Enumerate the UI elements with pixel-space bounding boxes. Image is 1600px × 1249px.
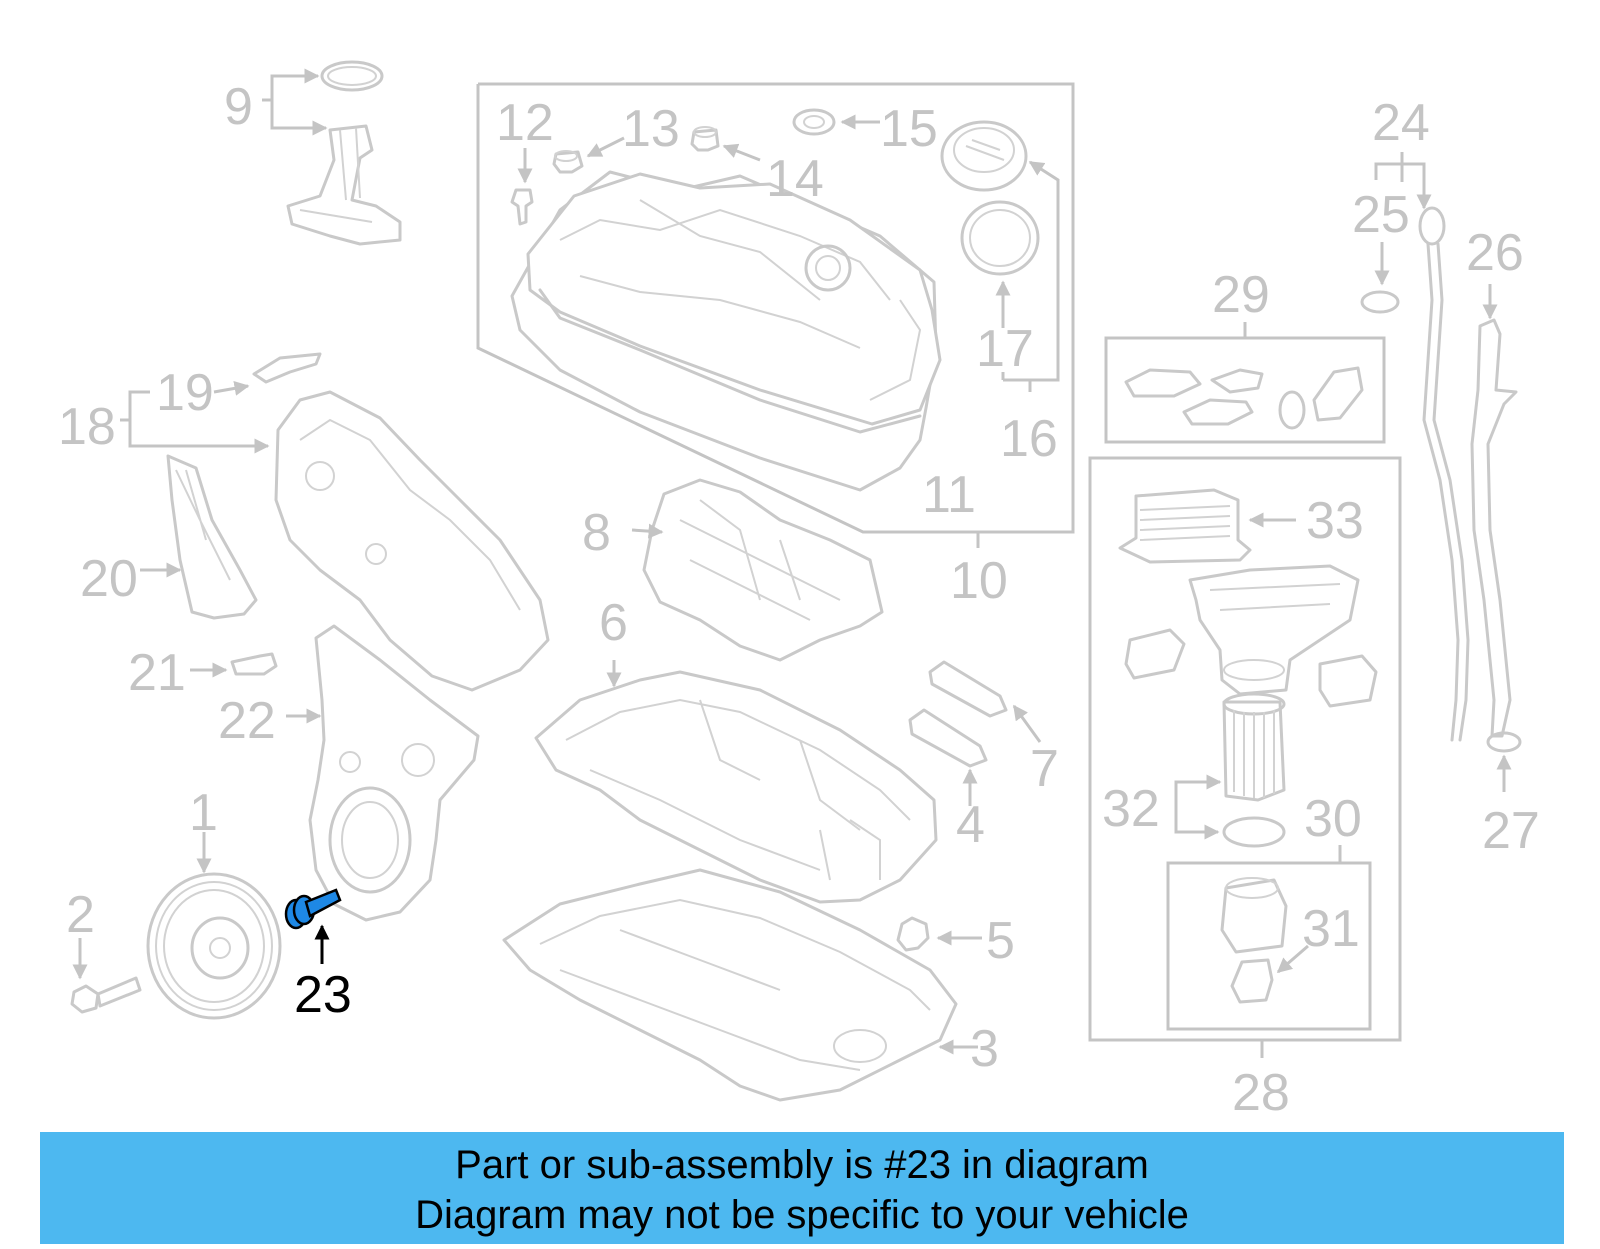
callout-26: 26 [1466,224,1524,282]
banner-line-part-number: Part or sub-assembly is #23 in diagram [455,1143,1149,1187]
dipstick-tube-part [1470,284,1522,792]
callout-17: 17 [976,320,1034,378]
callout-27: 27 [1482,802,1540,860]
callout-21: 21 [128,644,186,702]
oil-filler-cap-part [940,120,1060,392]
callout-25: 25 [1352,186,1410,244]
info-banner: Part or sub-assembly is #23 in diagram D… [40,1132,1564,1244]
callout-33: 33 [1306,492,1364,550]
callout-2: 2 [66,886,95,944]
callout-9: 9 [224,78,253,136]
callout-24: 24 [1372,94,1430,152]
callout-20: 20 [80,550,138,608]
callout-28: 28 [1232,1064,1290,1122]
timing-cover-upper-part [120,352,550,692]
crank-pulley-part [70,832,282,1020]
highlighted-part-23-bolt[interactable] [284,888,342,964]
callout-8: 8 [582,504,611,562]
callout-15: 15 [880,100,938,158]
oil-cooler-part [1118,488,1296,564]
oil-filter-element-part [1174,692,1286,848]
callout-30: 30 [1304,790,1362,848]
callout-23-highlighted: 23 [294,966,352,1024]
gasket-kit-contents [1124,366,1364,430]
callout-22: 22 [218,692,276,750]
timing-cover-lower-part [286,624,480,922]
oil-pressure-switch-part [1124,628,1378,708]
callout-5: 5 [986,912,1015,970]
oil-filter-housing-part [1188,564,1360,696]
timing-cover-rear-part [140,454,258,620]
callout-13: 13 [622,100,680,158]
valve-cover-group-frame [476,82,1075,548]
banner-line-disclaimer: Diagram may not be specific to your vehi… [415,1193,1189,1237]
callout-11: 11 [922,466,976,524]
callout-7: 7 [1030,740,1059,798]
callout-1: 1 [189,784,218,842]
callout-14: 14 [766,150,824,208]
oil-level-sensor-part [262,60,402,246]
callout-4: 4 [956,796,985,854]
callout-6: 6 [599,594,628,652]
dipstick-part [1360,152,1470,742]
lower-oil-pan-part [502,868,978,1102]
parts-diagram: 1 2 3 4 5 6 7 8 9 10 11 12 13 14 15 16 1… [58,60,1540,1122]
callout-10: 10 [950,552,1008,610]
callout-19: 19 [156,364,214,422]
filter-cap-frame [1166,861,1372,1031]
callout-3: 3 [970,1020,999,1078]
drain-plug-part [896,916,982,952]
filter-cap-part [1220,877,1309,1004]
callout-32: 32 [1102,780,1160,838]
callout-18: 18 [58,398,116,456]
bolt-21-part [190,652,278,678]
callout-31: 31 [1302,900,1360,958]
valve-cover-part [510,170,942,492]
sealant-tubes-part [908,660,1042,806]
upper-oil-pan-part [534,660,938,904]
callout-12: 12 [496,94,554,152]
callout-29: 29 [1212,266,1270,324]
valve-cover-fasteners [510,108,880,226]
callout-16: 16 [1000,410,1058,468]
baffle-part [631,478,884,662]
oil-filter-housing-frame [1088,456,1402,1042]
